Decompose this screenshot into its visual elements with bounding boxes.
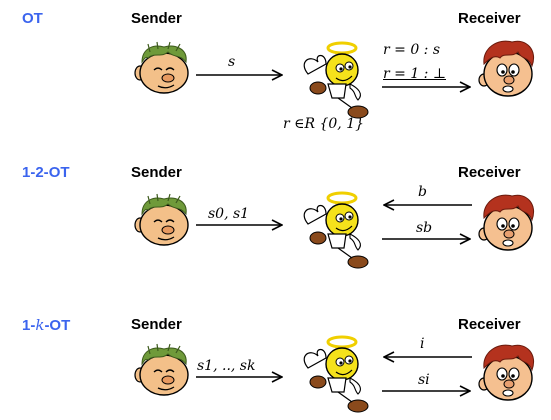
condition-r0: r = 0 : s (383, 42, 441, 58)
random-bit-note: r ∈R {0, 1} (283, 116, 365, 132)
receiver-face-icon (478, 194, 534, 251)
arrow-angel-to-receiver (382, 232, 474, 246)
sender-label: Sender (131, 316, 182, 333)
sender-face-icon (134, 343, 189, 396)
section-1-2-ot: 1-2-OT Sender Receiver s0, s1 b sb (0, 140, 551, 280)
receiver-label: Receiver (458, 10, 521, 27)
protocol-label: 1-k-OT (22, 316, 71, 334)
arrow-receiver-to-angel (382, 198, 472, 212)
sender-face-icon (134, 193, 189, 246)
arrow-label-s: s (228, 54, 236, 70)
receiver-label: Receiver (458, 164, 521, 181)
arrow-sender-to-angel (196, 218, 286, 232)
sender-face-icon (134, 41, 189, 94)
condition-r1: r = 1 : ⊥ (383, 66, 447, 82)
receiver-face-icon (478, 344, 534, 401)
arrow-receiver-to-angel (382, 350, 472, 364)
arrow-label-i: i (420, 336, 425, 352)
protocol-label: OT (22, 10, 43, 27)
receiver-face-icon (478, 40, 534, 97)
arrow-sender-to-angel (196, 370, 286, 384)
arrow-sender-to-angel (196, 68, 286, 82)
arrow-angel-to-receiver (382, 80, 474, 94)
arrow-label-s0-s1: s0, s1 (208, 206, 250, 222)
angel-icon (303, 335, 369, 413)
receiver-label: Receiver (458, 316, 521, 333)
arrow-label-b: b (418, 184, 427, 200)
sender-label: Sender (131, 10, 182, 27)
angel-icon (303, 41, 369, 119)
arrow-label-sb: sb (416, 220, 433, 236)
arrow-label-s1-sk: s1, .., sk (197, 358, 256, 374)
section-ot: OT Sender Receiver s r = 0 : s r = 1 : ⊥ (0, 0, 551, 140)
arrow-label-si: si (418, 372, 430, 388)
sender-label: Sender (131, 164, 182, 181)
protocol-label: 1-2-OT (22, 164, 70, 181)
angel-icon (303, 191, 369, 269)
arrow-angel-to-receiver (382, 384, 474, 398)
section-1-k-ot: 1-k-OT Sender Receiver s1, .., sk i si (0, 280, 551, 420)
